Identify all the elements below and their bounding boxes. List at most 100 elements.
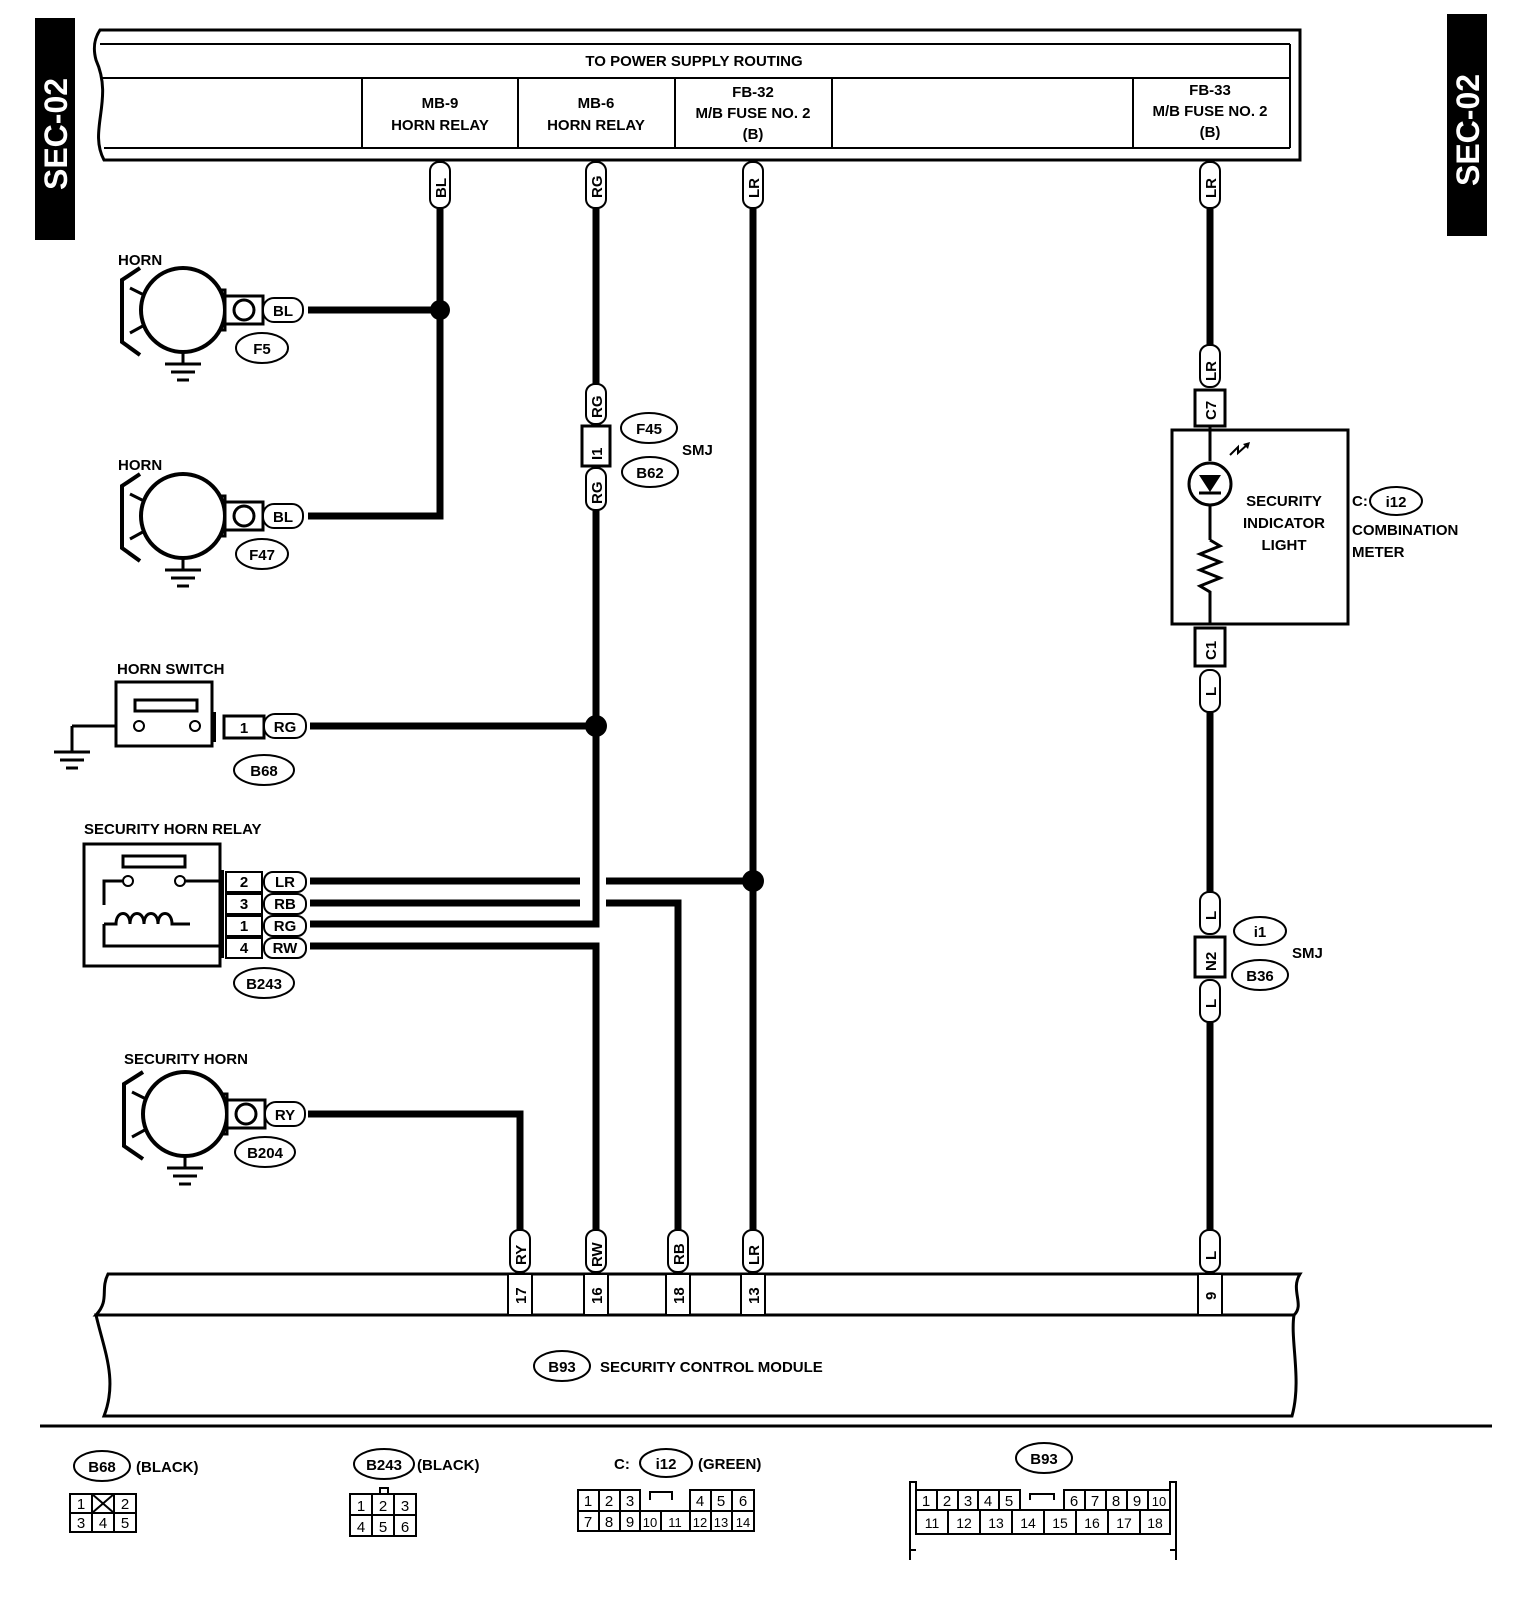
smj-label-top: SMJ xyxy=(682,442,713,459)
security-horn-relay: SECURITY HORN RELAY 2 3 1 4 LR RB RG xyxy=(82,821,307,999)
svg-text:RG: RG xyxy=(274,918,297,935)
svg-text:SECURITY HORN RELAY: SECURITY HORN RELAY xyxy=(84,821,262,838)
legend-b243: B243 (BLACK) 1 2 3 4 5 6 xyxy=(349,1448,479,1537)
svg-text:13: 13 xyxy=(988,1515,1004,1531)
svg-text:(B): (B) xyxy=(1200,124,1221,141)
svg-text:RW: RW xyxy=(589,1241,606,1267)
svg-text:3: 3 xyxy=(77,1515,85,1532)
module-wire-labels: RY RW RB LR L xyxy=(509,1229,1221,1273)
svg-text:17: 17 xyxy=(1116,1515,1132,1531)
svg-text:8: 8 xyxy=(605,1514,613,1531)
svg-text:RY: RY xyxy=(513,1245,530,1265)
legend-b68: B68 (BLACK) 1 2 3 4 5 xyxy=(69,1450,198,1533)
svg-text:13: 13 xyxy=(714,1515,728,1530)
top-wire-labels: BL RG LR LR xyxy=(429,161,1221,209)
svg-text:I1: I1 xyxy=(589,447,606,460)
svg-text:4: 4 xyxy=(357,1519,365,1536)
svg-text:i12: i12 xyxy=(656,1456,677,1473)
svg-text:5: 5 xyxy=(717,1493,725,1510)
connector-b204: B204 xyxy=(247,1145,284,1162)
svg-text:5: 5 xyxy=(379,1519,387,1536)
svg-text:10: 10 xyxy=(1152,1494,1166,1509)
svg-text:11: 11 xyxy=(668,1515,682,1530)
svg-text:2: 2 xyxy=(943,1493,951,1510)
svg-text:C:: C: xyxy=(1352,493,1368,510)
svg-text:B93: B93 xyxy=(1030,1451,1058,1468)
svg-text:COMBINATION: COMBINATION xyxy=(1352,522,1458,539)
svg-text:RG: RG xyxy=(589,482,606,505)
svg-text:FB-32: FB-32 xyxy=(732,84,774,101)
page-tag-left: SEC-02 xyxy=(35,18,75,240)
svg-text:4: 4 xyxy=(99,1515,107,1532)
svg-text:LR: LR xyxy=(275,874,295,891)
header-cell-fb33: FB-33 M/B FUSE NO. 2 (B) xyxy=(1152,82,1267,141)
svg-text:LR: LR xyxy=(1203,178,1220,198)
connector-f5: F5 xyxy=(253,341,271,358)
page-tag-right: SEC-02 xyxy=(1447,14,1487,236)
smj-junction-top: RG I1 RG F45 B62 SMJ xyxy=(580,383,713,511)
svg-text:RG: RG xyxy=(589,396,606,419)
svg-text:C7: C7 xyxy=(1203,401,1220,420)
svg-text:3: 3 xyxy=(240,896,248,913)
connector-f47: F47 xyxy=(249,547,275,564)
svg-text:3: 3 xyxy=(626,1493,634,1510)
svg-text:LR: LR xyxy=(746,178,763,198)
svg-text:15: 15 xyxy=(1052,1515,1068,1531)
svg-text:1: 1 xyxy=(240,918,248,935)
svg-text:3: 3 xyxy=(964,1493,972,1510)
module-terminals: 17 16 18 13 9 xyxy=(507,1273,1223,1316)
module-label: SECURITY CONTROL MODULE xyxy=(600,1359,823,1376)
header-cell-mb9: MB-9 HORN RELAY xyxy=(391,95,489,134)
svg-text:HORN SWITCH: HORN SWITCH xyxy=(117,661,225,678)
smj-label-right: SMJ xyxy=(1292,945,1323,962)
svg-text:FB-33: FB-33 xyxy=(1189,82,1231,99)
svg-text:MB-9: MB-9 xyxy=(422,95,459,112)
svg-text:RB: RB xyxy=(274,896,296,913)
horn-2: HORN BL F47 xyxy=(118,457,304,588)
svg-text:14: 14 xyxy=(1020,1515,1036,1531)
svg-text:18: 18 xyxy=(1147,1515,1163,1531)
svg-text:16: 16 xyxy=(589,1287,606,1304)
svg-text:1: 1 xyxy=(77,1496,85,1513)
svg-text:1: 1 xyxy=(584,1493,592,1510)
wires xyxy=(308,205,1214,1244)
legend-i12: C: i12 (GREEN) 1 2 3 4 5 6 7 8 9 10 11 1… xyxy=(577,1448,761,1532)
svg-text:HORN RELAY: HORN RELAY xyxy=(547,117,645,134)
svg-text:7: 7 xyxy=(1091,1493,1099,1510)
connector-i1: i1 xyxy=(1254,924,1267,941)
svg-text:9: 9 xyxy=(626,1514,634,1531)
svg-text:16: 16 xyxy=(1084,1515,1100,1531)
svg-text:2: 2 xyxy=(605,1493,613,1510)
connector-b243: B243 xyxy=(246,976,282,993)
connector-b36: B36 xyxy=(1246,968,1274,985)
smj-junction-right: L N2 L i1 B36 SMJ xyxy=(1193,891,1323,1023)
svg-text:METER: METER xyxy=(1352,544,1405,561)
security-control-module: B93 SECURITY CONTROL MODULE 17 16 18 13 … xyxy=(92,1229,1303,1418)
svg-text:9: 9 xyxy=(1133,1493,1141,1510)
svg-text:12: 12 xyxy=(956,1515,972,1531)
svg-text:L: L xyxy=(1203,911,1220,920)
header-cell-mb6: MB-6 HORN RELAY xyxy=(547,95,645,134)
horn-1: HORN BL F5 xyxy=(118,252,304,382)
svg-text:INDICATOR: INDICATOR xyxy=(1243,515,1325,532)
svg-text:BL: BL xyxy=(273,303,293,320)
svg-text:L: L xyxy=(1203,1251,1220,1260)
svg-text:M/B FUSE NO. 2: M/B FUSE NO. 2 xyxy=(1152,103,1267,120)
svg-text:(BLACK): (BLACK) xyxy=(136,1459,198,1476)
svg-text:HORN RELAY: HORN RELAY xyxy=(391,117,489,134)
svg-text:2: 2 xyxy=(379,1498,387,1515)
svg-text:13: 13 xyxy=(746,1287,763,1304)
svg-text:LR: LR xyxy=(1203,361,1220,381)
connector-b68: B68 xyxy=(250,763,278,780)
svg-text:1: 1 xyxy=(357,1498,365,1515)
svg-text:5: 5 xyxy=(1005,1493,1013,1510)
svg-text:11: 11 xyxy=(925,1515,940,1531)
legend-b93: B93 1 2 3 4 xyxy=(909,1442,1177,1560)
svg-text:2: 2 xyxy=(121,1496,129,1513)
svg-text:(BLACK): (BLACK) xyxy=(417,1457,479,1474)
relay-pins: 2 3 1 4 xyxy=(225,871,263,959)
power-header-title: TO POWER SUPPLY ROUTING xyxy=(585,53,802,70)
connector-b93: B93 xyxy=(548,1359,576,1376)
svg-text:4: 4 xyxy=(240,940,249,957)
svg-text:17: 17 xyxy=(513,1287,530,1304)
